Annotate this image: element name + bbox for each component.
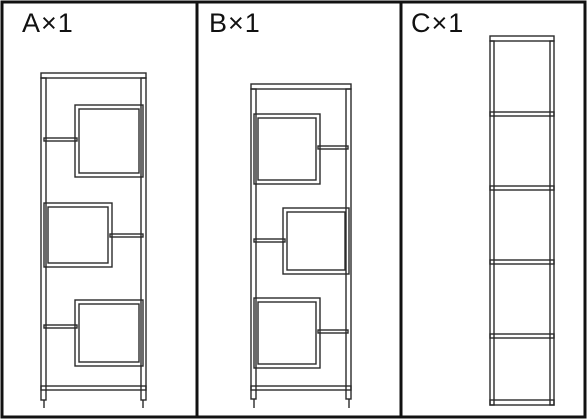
shelf-unit-b-drawing [250,83,352,408]
shelf-unit-a-drawing [40,72,147,408]
part-label-b: B×1 [209,8,261,38]
panel-b: B×1 [197,0,401,419]
part-label-a: A×1 [22,8,74,38]
shelf-column-c-drawing [489,35,555,406]
panel-c: C×1 [401,0,587,419]
panel-a: A×1 [0,0,197,419]
part-label-c: C×1 [411,8,465,38]
